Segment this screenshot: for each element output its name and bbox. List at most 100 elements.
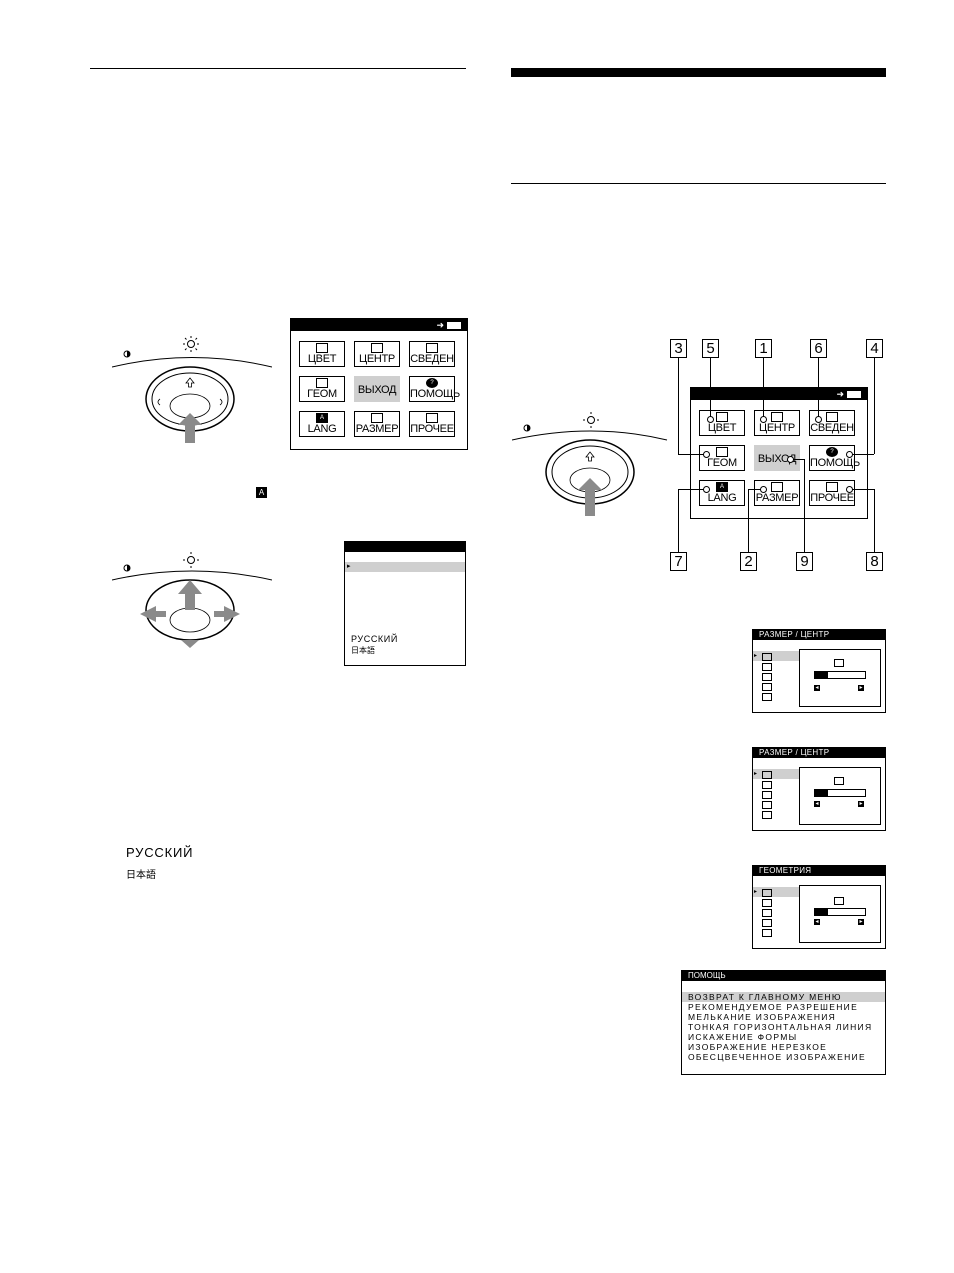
pincushion-icon (762, 899, 772, 907)
plus-icon: ▸ (858, 685, 864, 691)
minus-icon: ◂ (814, 919, 820, 925)
callout-dot (846, 486, 853, 493)
option-button[interactable]: ПРОЧЕЕ (409, 411, 455, 437)
v-size-icon (762, 683, 772, 691)
geometry-icon (716, 447, 728, 457)
exit-button[interactable]: ВЫХОД (354, 376, 400, 402)
color-icon (716, 412, 728, 422)
center-button[interactable]: ЦЕНТР (754, 410, 800, 436)
v-center-icon (762, 801, 772, 809)
callout-8: 8 (866, 552, 883, 571)
zoom-icon (762, 693, 772, 701)
right-second-rule (511, 183, 886, 184)
size-icon (771, 482, 783, 492)
help-item[interactable]: ИЗОБРАЖЕНИЕ НЕРЕЗКОЕ (688, 1042, 828, 1052)
geometry-button[interactable]: ГЕОМ (699, 445, 745, 471)
leader-line (804, 459, 805, 552)
color-button[interactable]: ЦВЕТ (299, 341, 345, 367)
geometry-panel: ГЕОМЕТРИЯ ▸ ◂ ▸ (752, 865, 886, 949)
adjust-box: ◂ ▸ (799, 885, 881, 943)
leader-line (678, 489, 705, 490)
leader-line (874, 489, 875, 552)
selection-pointer-icon: ▸ (347, 563, 351, 570)
help-panel: ПОМОЩЬ ВОЗВРАТ К ГЛАВНОМУ МЕНЮ РЕКОМЕНДУ… (681, 970, 886, 1075)
help-item[interactable]: ВОЗВРАТ К ГЛАВНОМУ МЕНЮ (682, 992, 885, 1002)
size-button[interactable]: РАЗМЕР (754, 480, 800, 506)
center-icon (371, 343, 383, 353)
center-icon (771, 412, 783, 422)
minus-icon: ◂ (814, 801, 820, 807)
leader-line (790, 459, 805, 460)
convergence-icon (426, 343, 438, 353)
main-menu-left: ➜ ЦВЕТ ЦЕНТР СВЕДЕН ГЕОМ ВЫХОД ?ПОМОЩЬ A… (290, 318, 468, 450)
selected-row (753, 769, 799, 779)
callout-9: 9 (796, 552, 813, 571)
callout-3: 3 (670, 339, 687, 358)
help-button[interactable]: ?ПОМОЩЬ (409, 376, 460, 402)
language-menu-title-bar (345, 542, 465, 552)
right-top-bar (511, 68, 886, 77)
language-menu: ▸ РУССКИЙ 日本語 (344, 541, 466, 666)
language-option-japanese[interactable]: 日本語 (351, 646, 375, 655)
color-button[interactable]: ЦВЕТ (699, 410, 745, 436)
language-text-japanese: 日本語 (126, 870, 156, 881)
v-center-icon (762, 663, 772, 671)
zoom-icon (762, 811, 772, 819)
callout-dot (703, 451, 710, 458)
leader-line (678, 454, 705, 455)
language-icon: A (316, 413, 328, 423)
help-item[interactable]: ТОНКАЯ ГОРИЗОНТАЛЬНАЯ ЛИНИЯ (688, 1022, 873, 1032)
size-center-panel-1: РАЗМЕР / ЦЕНТР ▸ ◂ ▸ (752, 629, 886, 713)
selection-pointer-icon: ▸ (754, 889, 758, 895)
geometry-button[interactable]: ГЕОМ (299, 376, 345, 402)
center-button[interactable]: ЦЕНТР (354, 341, 400, 367)
help-item[interactable]: РЕКОМЕНДУЕМОЕ РАЗРЕШЕНИЕ (688, 1002, 859, 1012)
help-item[interactable]: ИСКАЖЕНИЕ ФОРМЫ (688, 1032, 798, 1042)
callout-7: 7 (670, 552, 687, 571)
convergence-button[interactable]: СВЕДЕН (809, 410, 855, 436)
option-button[interactable]: ПРОЧЕЕ (809, 480, 855, 506)
convergence-button[interactable]: СВЕДЕН (409, 341, 455, 367)
callout-dot (707, 416, 714, 423)
callout-dot (760, 486, 767, 493)
menu-title-bar: ➜ (291, 319, 467, 331)
leader-line (710, 357, 711, 419)
exit-button[interactable]: ВЫХОД (754, 445, 800, 471)
level-slider[interactable] (814, 908, 866, 916)
h-center-icon (834, 659, 844, 667)
control-dial-move (111, 552, 273, 652)
v-size-icon (762, 781, 772, 789)
key-balance-icon (762, 929, 772, 937)
help-icon: ? (826, 447, 838, 457)
minus-icon: ◂ (814, 685, 820, 691)
control-dial-press-right (511, 412, 672, 522)
selection-pointer-icon: ▸ (754, 771, 758, 777)
callout-4: 4 (866, 339, 883, 358)
help-button[interactable]: ?ПОМОЩЬ (809, 445, 860, 471)
panel-title: ГЕОМЕТРИЯ (753, 866, 885, 876)
selected-row (753, 651, 799, 661)
language-option-russian[interactable]: РУССКИЙ (351, 634, 398, 644)
level-slider[interactable] (814, 671, 866, 679)
leader-line (874, 357, 875, 454)
callout-5: 5 (702, 339, 719, 358)
h-size-icon (762, 673, 772, 681)
help-item[interactable]: ОБЕСЦВЕЧЕННОЕ ИЗОБРАЖЕНИЕ (688, 1052, 866, 1062)
leader-line (851, 489, 874, 490)
exit-arrow-icon: ➜ (836, 389, 861, 399)
callout-6: 6 (810, 339, 827, 358)
help-item[interactable]: МЕЛЬКАНИЕ ИЗОБРАЖЕНИЯ (688, 1012, 837, 1022)
level-slider[interactable] (814, 789, 866, 797)
h-center-icon (762, 653, 772, 661)
callout-dot (846, 451, 853, 458)
size-button[interactable]: РАЗМЕР (354, 411, 400, 437)
convergence-icon (826, 412, 838, 422)
option-icon (426, 413, 438, 423)
h-size-icon (834, 777, 844, 785)
main-menu-right: ➜ ЦВЕТ ЦЕНТР СВЕДЕН ГЕОМ ВЫХОД ?ПОМОЩЬ A… (690, 387, 868, 519)
menu-title-bar: ➜ (691, 388, 867, 400)
size-icon (371, 413, 383, 423)
language-icon: A (716, 482, 728, 492)
